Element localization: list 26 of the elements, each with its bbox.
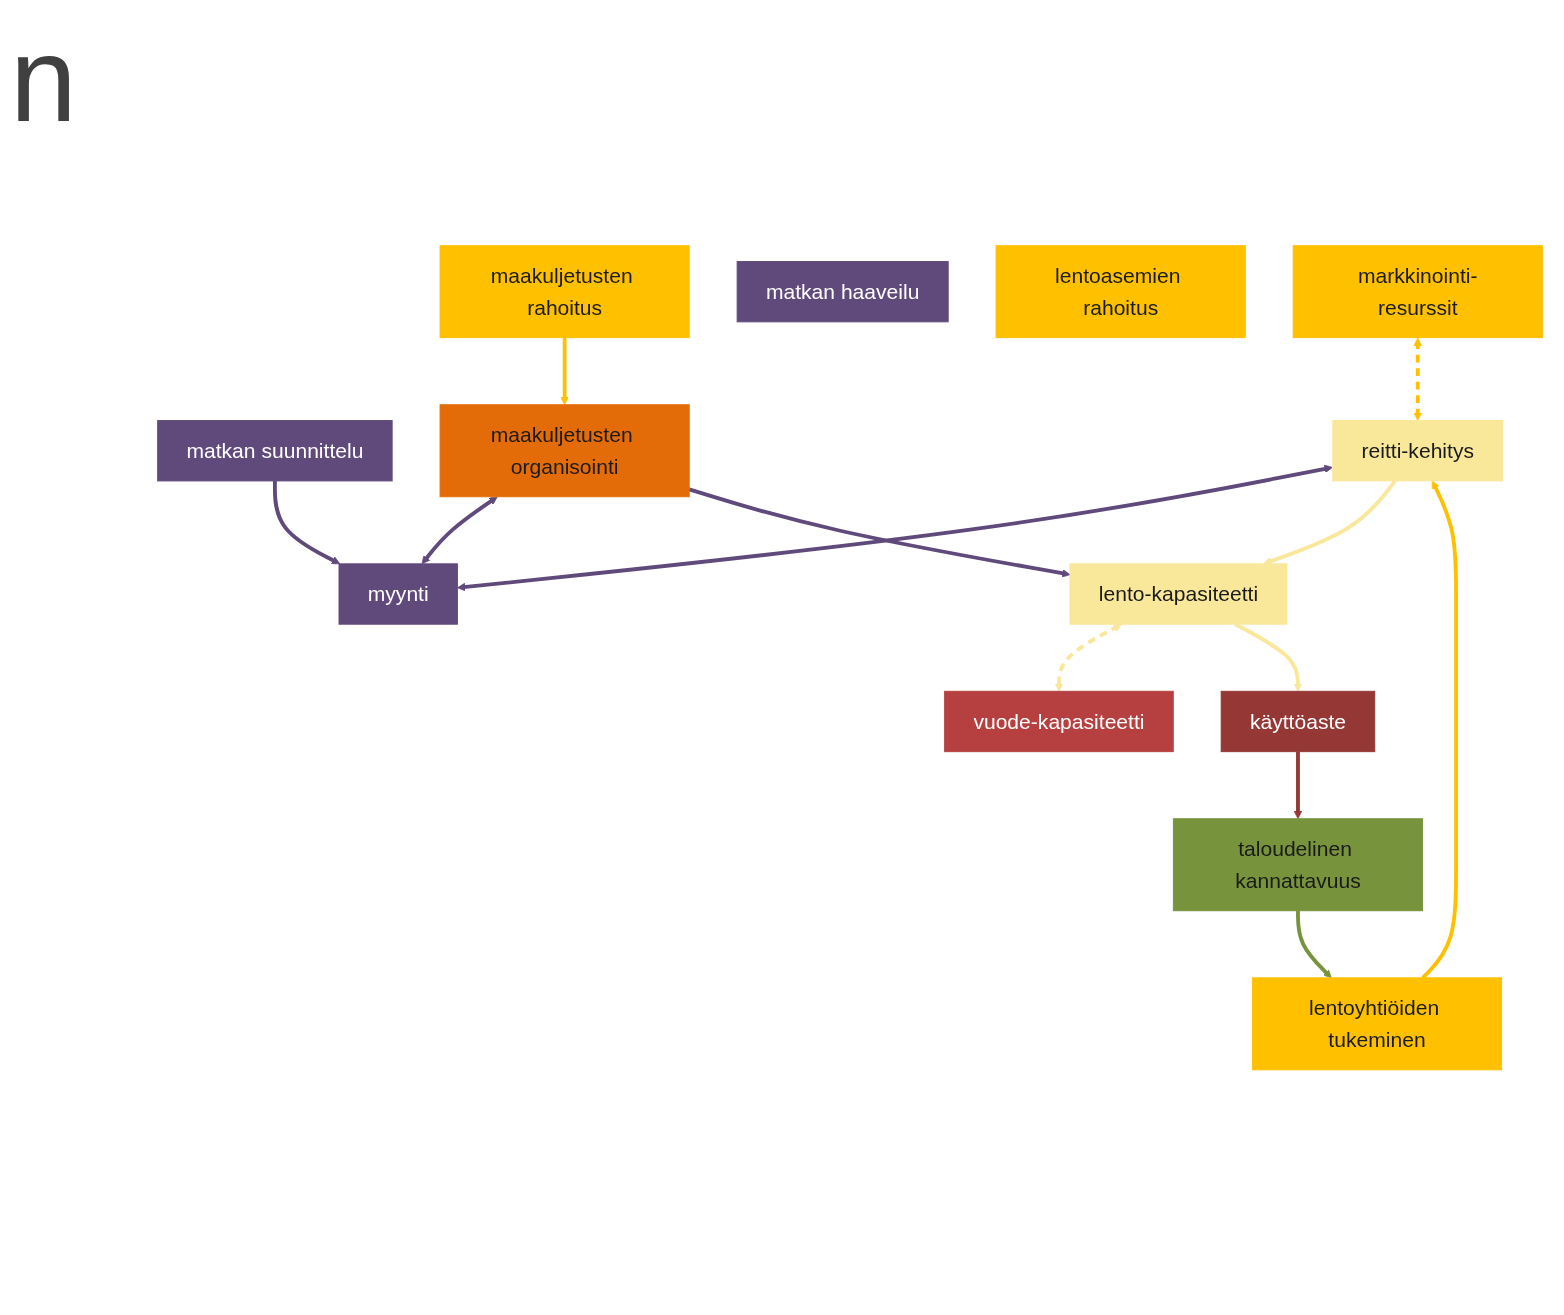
arrow [1234, 622, 1303, 692]
node-box: lento-kapasiteetti [1069, 563, 1288, 625]
node-box: myynti [338, 563, 458, 625]
node-box: matkan haaveilu [736, 260, 949, 323]
arrow [688, 487, 1071, 578]
node-box: lentoasemien rahoitus [995, 244, 1246, 338]
node-box: maakuljetusten rahoitus [439, 244, 690, 338]
arrow [1296, 910, 1332, 978]
node-box: maakuljetusten organisointi [439, 404, 690, 497]
node-box: reitti-kehitys [1332, 419, 1504, 482]
arrow [560, 337, 569, 405]
arrow [273, 480, 341, 564]
node-box: taloudelinen kannattavuus [1172, 818, 1423, 911]
node-box: lentoyhtiöiden tukeminen [1251, 977, 1503, 1071]
node-box: markkinointi-resurssit [1292, 244, 1543, 338]
arrow [1413, 337, 1422, 421]
node-box: käyttöaste [1220, 690, 1376, 752]
title-fragment: n [10, 12, 77, 146]
arrow [1054, 623, 1122, 692]
node-box: matkan suunnittelu [157, 419, 393, 482]
arrow [457, 464, 1333, 591]
node-box: vuode-kapasiteetti [944, 690, 1174, 752]
arrow [421, 496, 498, 564]
arrow [1421, 480, 1458, 979]
arrow [1263, 479, 1397, 565]
arrow [1293, 751, 1303, 819]
